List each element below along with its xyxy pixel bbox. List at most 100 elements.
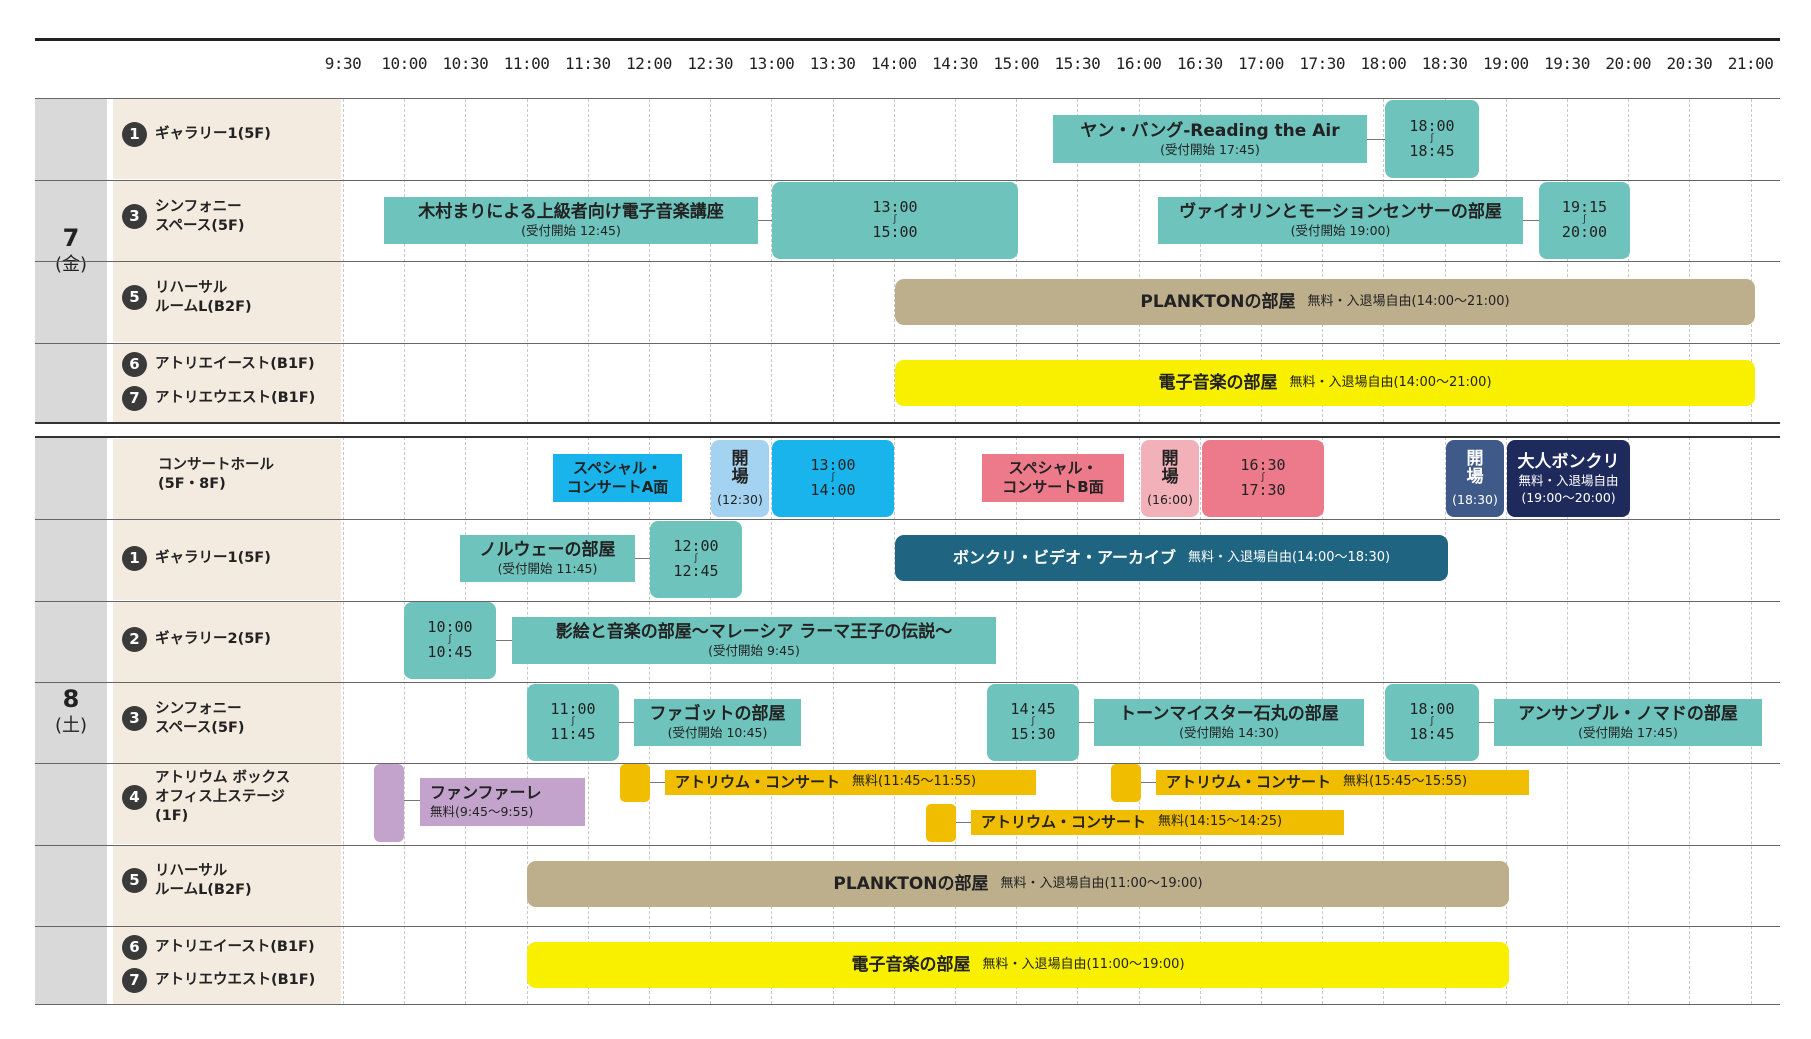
event-note: 無料・入退場自由(14:00〜21:00) — [1307, 293, 1510, 309]
event-norway-room[interactable]: ノルウェーの部屋 (受付開始 11:45) — [460, 535, 635, 582]
connector-line — [1079, 722, 1094, 723]
event-atrium-concert-3[interactable]: アトリウム・コンサート 無料(14:15〜14:25) — [971, 810, 1344, 835]
doors-open-label: 場 — [731, 466, 749, 487]
end-time: 18:45 — [1409, 725, 1455, 743]
end-time: 11:45 — [550, 725, 596, 743]
venue-gallery1: 1 ギャラリー1(5F) — [122, 546, 271, 571]
event-atrium-concert-2[interactable]: アトリウム・コンサート 無料(15:45〜15:55) — [1156, 770, 1529, 795]
venue-name-line: シンフォニー — [155, 701, 242, 717]
event-title: トーンマイスター石丸の部屋 — [1119, 704, 1339, 725]
start-time: 12:00 — [673, 537, 719, 556]
event-note: 無料(11:45〜11:55) — [852, 774, 977, 790]
venue-cell — [113, 683, 341, 763]
event-title: 大人ボンクリ — [1517, 452, 1620, 473]
doors-open-label: 開 — [731, 449, 749, 470]
event-note: 無料・入退場自由(11:00〜19:00) — [1000, 875, 1203, 891]
event-special-concert-a[interactable]: スペシャル・ コンサートA面 — [553, 454, 682, 502]
event-time-block[interactable]: 19:15 ∫ 20:00 — [1539, 182, 1630, 259]
venue-cell — [113, 439, 341, 519]
grid-line — [1567, 99, 1568, 422]
doors-open-label: 開 — [1161, 449, 1179, 470]
venue-number: 2 — [122, 627, 147, 652]
event-title: ボンクリ・ビデオ・アーカイブ — [952, 547, 1176, 567]
venue-name-line: リハーサル — [155, 280, 228, 296]
event-kimura-lecture[interactable]: 木村まりによる上級者向け電子音楽講座 (受付開始 12:45) — [384, 197, 758, 244]
venue-name: ギャラリー1(5F) — [155, 550, 271, 567]
event-atrium-concert-1[interactable]: アトリウム・コンサート 無料(11:45〜11:55) — [665, 770, 1036, 795]
venue-number: 1 — [122, 546, 147, 571]
event-otona-bonkuri[interactable]: 大人ボンクリ 無料・入退場自由 (19:00〜20:00) — [1507, 440, 1630, 517]
event-electronic-music-room[interactable]: 電子音楽の部屋 無料・入退場自由(14:00〜21:00) — [895, 360, 1755, 406]
event-title-line: スペシャル・ — [1008, 458, 1098, 477]
event-title: アトリウム・コンサート — [675, 772, 841, 791]
event-plankton-room[interactable]: PLANKTONの部屋 無料・入退場自由(11:00〜19:00) — [527, 861, 1509, 907]
connector-line — [1141, 782, 1156, 783]
venue-number: 3 — [122, 706, 147, 732]
atrium-concert-marker[interactable] — [926, 804, 956, 842]
grid-line — [1322, 99, 1324, 422]
venue-concert-hall: コンサートホール(5F・8F) — [158, 456, 274, 494]
time-tick-label: 18:00 — [1360, 54, 1407, 73]
grid-line — [465, 437, 467, 1004]
event-title: アンサンブル・ノマドの部屋 — [1518, 704, 1738, 725]
event-time-block[interactable]: 16:30 ∫ 17:30 — [1202, 440, 1324, 517]
event-time-block[interactable]: 10:00 ∫ 10:45 — [404, 602, 496, 679]
doors-open-block[interactable]: 開 場 (18:30) — [1446, 440, 1504, 517]
row-rule — [35, 682, 1780, 683]
event-special-concert-b[interactable]: スペシャル・ コンサートB面 — [982, 454, 1124, 502]
day-weekday: (土) — [54, 715, 88, 737]
time-tick-label: 19:00 — [1482, 54, 1529, 73]
venue-name: アトリエウエスト(B1F) — [155, 390, 316, 407]
doors-open-block[interactable]: 開 場 (16:00) — [1141, 440, 1199, 517]
event-ensemble-nomad-room[interactable]: アンサンブル・ノマドの部屋 (受付開始 17:45) — [1494, 699, 1762, 746]
event-time-block[interactable]: 13:00 ∫ 14:00 — [772, 440, 894, 517]
end-time: 15:00 — [872, 223, 918, 241]
time-tick-label: 14:00 — [870, 54, 917, 73]
event-reception: (受付開始 10:45) — [667, 725, 768, 741]
event-video-archive[interactable]: ボンクリ・ビデオ・アーカイブ 無料・入退場自由(14:00〜18:30) — [895, 535, 1448, 581]
venue-atelier-east: 6 アトリエイースト(B1F) — [122, 352, 315, 377]
venue-name: アトリエイースト(B1F) — [155, 939, 315, 956]
fanfare-marker[interactable] — [374, 764, 404, 842]
event-time-block[interactable]: 12:00 ∫ 12:45 — [650, 521, 742, 598]
event-tonmeister-room[interactable]: トーンマイスター石丸の部屋 (受付開始 14:30) — [1094, 699, 1364, 746]
event-fagotto-room[interactable]: ファゴットの部屋 (受付開始 10:45) — [634, 699, 801, 746]
event-title: 木村まりによる上級者向け電子音楽講座 — [418, 202, 724, 223]
venue-name-line: コンサートホール — [158, 457, 274, 473]
venue-cell — [113, 262, 341, 342]
event-reception: (受付開始 19:00) — [1290, 223, 1391, 239]
event-title: ノルウェーの部屋 — [479, 540, 616, 561]
event-note: 無料(14:15〜14:25) — [1158, 814, 1283, 830]
grid-line — [832, 99, 834, 422]
event-time-block[interactable]: 18:00 ∫ 18:45 — [1385, 684, 1479, 761]
tilde-icon: ∫ — [1581, 215, 1588, 225]
start-time: 18:00 — [1409, 700, 1455, 719]
grid-line — [1750, 99, 1752, 422]
venue-gallery2: 2 ギャラリー2(5F) — [122, 627, 271, 652]
doors-open-time: (18:30) — [1452, 491, 1498, 507]
event-time-block[interactable]: 11:00 ∫ 11:45 — [527, 684, 619, 761]
event-time-block[interactable]: 18:00 ∫ 18:45 — [1385, 100, 1479, 178]
venue-atelier-west: 7 アトリエウエスト(B1F) — [122, 968, 315, 993]
grid-line — [1261, 99, 1262, 422]
connector-line — [650, 782, 665, 783]
event-fanfare[interactable]: ファンファーレ 無料(9:45〜9:55) — [420, 778, 585, 826]
venue-cell — [113, 344, 341, 422]
doors-open-block[interactable]: 開 場 (12:30) — [711, 440, 769, 517]
event-yang-bang[interactable]: ヤン・バング-Reading the Air (受付開始 17:45) — [1053, 115, 1367, 163]
row-rule — [35, 343, 1780, 344]
event-shadow-puppet-room[interactable]: 影絵と音楽の部屋〜マレーシア ラーマ王子の伝説〜 (受付開始 9:45) — [512, 617, 996, 664]
event-plankton-room[interactable]: PLANKTONの部屋 無料・入退場自由(14:00〜21:00) — [895, 279, 1755, 325]
grid-line — [1444, 99, 1446, 422]
event-electronic-music-room[interactable]: 電子音楽の部屋 無料・入退場自由(11:00〜19:00) — [527, 942, 1509, 988]
connector-line — [956, 822, 971, 823]
atrium-concert-marker[interactable] — [1111, 764, 1141, 802]
time-tick-label: 15:30 — [1054, 54, 1101, 73]
event-time-block[interactable]: 14:45 ∫ 15:30 — [987, 684, 1079, 761]
event-time-block[interactable]: 13:00 ∫ 15:00 — [772, 182, 1018, 259]
grid-line — [893, 99, 895, 422]
grid-line — [1077, 99, 1079, 422]
atrium-concert-marker[interactable] — [620, 764, 650, 802]
event-reception: (受付開始 11:45) — [497, 561, 598, 577]
event-violin-motion[interactable]: ヴァイオリンとモーションセンサーの部屋 (受付開始 19:00) — [1158, 197, 1523, 244]
